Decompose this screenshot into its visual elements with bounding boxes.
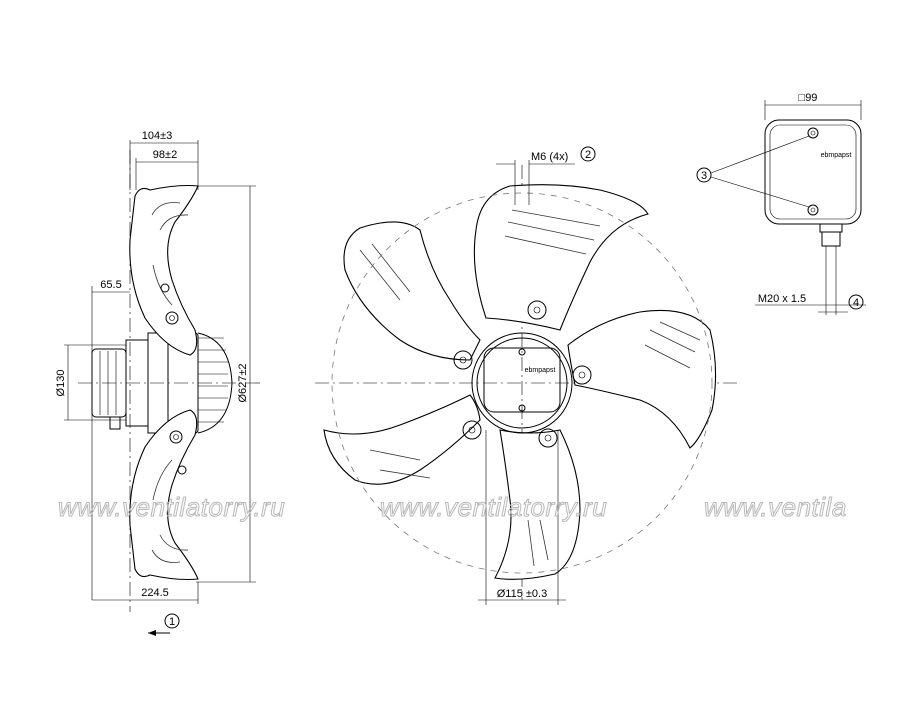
fan-blades (323, 184, 717, 580)
callout-3: 3 (701, 170, 707, 182)
callout-1: 1 (169, 616, 175, 628)
hub: ebmpapst (331, 192, 713, 574)
thread-mount-label: M6 (4x) (531, 151, 568, 163)
terminal-box-view: ebmpapst □99 3 M20 x 1.5 4 (696, 92, 866, 315)
cable-gland-label: M20 x 1.5 (758, 293, 806, 305)
watermark-text-2: www.ventilatorry.ru (380, 492, 607, 522)
callout-4: 4 (853, 297, 859, 309)
overall-length-label: 224.5 (141, 587, 169, 599)
box-brand-label: ebmpapst (821, 152, 852, 159)
front-view: ebmpapst M6 (4x) 2 Ø115 ±0.3 (315, 146, 740, 605)
motor-diameter-label: Ø130 (55, 370, 67, 397)
blade-top (473, 184, 649, 331)
rotor-fins (197, 332, 233, 434)
hub-brand-label: ebmpapst (525, 367, 556, 374)
side-view: 104±3 98±2 65.5 Ø130 Ø627±2 224.5 1 (55, 130, 260, 636)
blade-right (567, 309, 717, 449)
box-size-label: □99 (799, 92, 818, 104)
depth-hub-label: 98±2 (153, 149, 177, 161)
fan-diameter-label: Ø627±2 (237, 363, 249, 402)
depth-total-label: 104±3 (142, 130, 173, 142)
watermark-text-1: www.ventilatorry.ru (58, 492, 285, 522)
blade-bottom-left (323, 394, 481, 485)
bolt-circle-label: Ø115 ±0.3 (497, 588, 547, 600)
callout-2: 2 (585, 149, 591, 161)
blade-bottom-right (494, 429, 581, 580)
watermark-text-3: www.ventila (704, 492, 847, 522)
blade-left (343, 221, 481, 361)
watermark: www.ventilatorry.ru www.ventilatorry.ru … (58, 492, 847, 523)
offset-label: 65.5 (100, 279, 121, 291)
